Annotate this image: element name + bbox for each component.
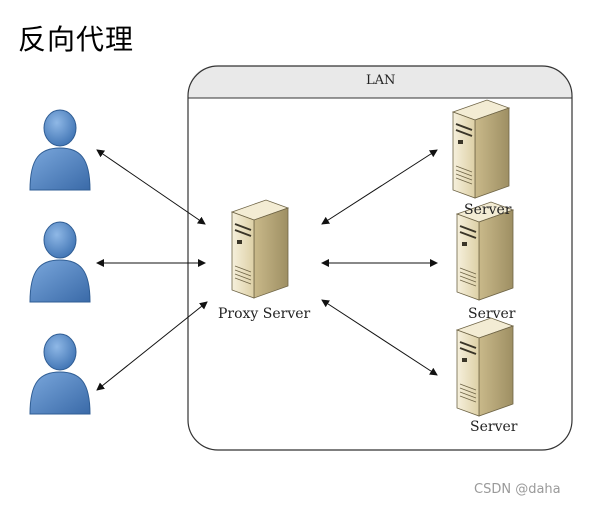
server-label: Server: [464, 202, 512, 218]
proxy-server-arrow: [321, 299, 438, 376]
lan-boundary: [187, 65, 573, 451]
watermark: CSDN @daha: [474, 482, 561, 497]
lan-label: LAN: [366, 73, 396, 88]
proxy-server-arrow: [321, 149, 438, 225]
backend-server-icon: [456, 317, 514, 417]
client-person-icon: [29, 109, 91, 191]
proxy-server-label: Proxy Server: [218, 306, 311, 322]
client-person-icon: [29, 333, 91, 415]
server-label: Server: [470, 419, 518, 435]
diagram-title: 反向代理: [18, 23, 135, 56]
connection-arrows: [96, 149, 438, 391]
server-label: Server: [468, 306, 516, 322]
client-proxy-arrow: [96, 301, 208, 391]
backend-server-icon: [452, 99, 510, 199]
proxy-server-icon: [231, 199, 289, 299]
client-proxy-arrow: [96, 149, 206, 225]
client-person-icon: [29, 221, 91, 303]
